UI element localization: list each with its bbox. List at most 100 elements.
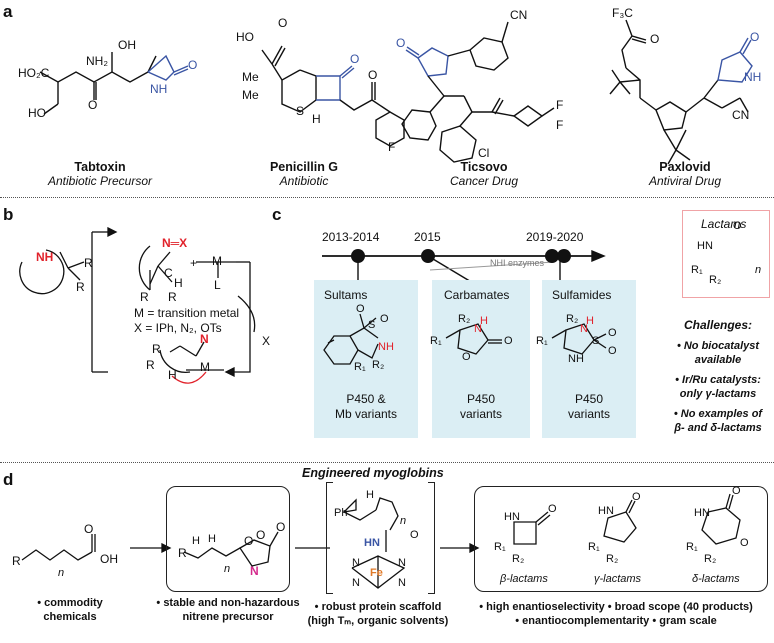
atom-f-2: F <box>556 98 564 112</box>
timeline-1: 2013-2014 <box>322 230 380 244</box>
atom-o-1: O <box>88 98 98 112</box>
atom-f-3: F <box>556 118 564 132</box>
c-o-6: O <box>608 345 617 357</box>
b-c-1: C <box>164 266 173 280</box>
product-beta: β-lactams <box>500 573 548 585</box>
c-h-1: H <box>480 315 488 327</box>
atom-nh-2: NH <box>744 70 762 84</box>
product-delta: δ-lactams <box>692 573 740 585</box>
d-h-1: H <box>192 535 200 547</box>
atom-o-3: O <box>278 16 288 30</box>
product-gamma: γ-lactams <box>594 573 642 585</box>
drug-paxlovid: Paxlovid Antiviral Drug <box>630 160 740 188</box>
b-r-6: R <box>146 358 155 372</box>
b-h-2: H <box>168 368 177 382</box>
challenges: Challenges: • No biocatalyst available •… <box>662 318 774 435</box>
b-r-5: R <box>152 342 161 356</box>
atom-nh-1: NH <box>150 82 168 96</box>
challenge-1-line1: No biocatalyst <box>683 340 760 352</box>
panel-d-label: d <box>3 470 14 489</box>
d-h-2: H <box>208 533 216 545</box>
divider-bottom <box>0 462 774 463</box>
engineered-title: Engineered myoglobins <box>302 466 444 480</box>
d-n-fe-3: N <box>352 577 360 589</box>
challenge-3-line1: No examples of <box>680 408 763 420</box>
c-o-1: O <box>356 303 365 315</box>
atom-h-1: H <box>312 112 321 126</box>
challenge-2-line2: only γ-lactams <box>679 388 757 400</box>
lactam-n: n <box>755 264 762 276</box>
d-n-fe-2: N <box>398 557 406 569</box>
atom-o-5: O <box>368 68 378 82</box>
drug-description: Antibiotic Precursor <box>47 174 153 188</box>
caption-text: stable and non-hazardous <box>163 597 300 609</box>
drug-name: Paxlovid <box>659 160 711 174</box>
lactam-r1: R₁ <box>691 264 703 276</box>
atom-o-2: O <box>188 58 198 72</box>
box-title: Sultams <box>324 288 368 302</box>
caption-commodity: • commodity chemicals <box>0 596 140 624</box>
box-variants: P450 variants <box>432 392 530 422</box>
b-nx: N═X <box>162 236 187 251</box>
lactams-box: Lactams HN O R₁ R₂ n <box>682 210 770 298</box>
outcome-line2: • enantiocomplementarity • gram scale <box>515 615 717 627</box>
b-l: L <box>214 278 221 292</box>
timeline-dot-2 <box>421 249 435 263</box>
atom-cn-2: CN <box>732 108 750 122</box>
gamma-o: O <box>632 491 641 503</box>
drug-description: Antibiotic <box>279 174 329 188</box>
challenge-2-line1: Ir/Ru catalysts: <box>682 374 761 386</box>
bracket-right <box>428 482 435 594</box>
panel-a-label: a <box>3 2 13 21</box>
outcome-text-1: high enantioselectivity • broad scope (4… <box>486 601 753 613</box>
gamma-r2: R₂ <box>606 553 619 565</box>
c-o-3: O <box>462 351 471 363</box>
d-h-3: H <box>366 489 374 501</box>
panel-b-label: b <box>3 205 14 224</box>
gamma-r1: R₁ <box>588 541 600 553</box>
box-variants: P450 & Mb variants <box>314 392 418 422</box>
beta-r2: R₂ <box>512 553 525 565</box>
caption-line2: chemicals <box>43 611 97 623</box>
variants-line2: variants <box>459 407 503 421</box>
drug-name: Ticsovo <box>460 160 508 174</box>
atom-f3c: F₃C <box>612 6 633 20</box>
challenges-title: Challenges: <box>683 318 752 332</box>
challenge-2: • Ir/Ru catalysts: <box>675 374 761 386</box>
d-o-1: O <box>84 522 94 536</box>
d-o-4: O <box>244 534 254 548</box>
delta-r1: R₁ <box>686 541 698 553</box>
lactam-hn: HN <box>697 240 713 252</box>
box-title: Carbamates <box>444 288 510 302</box>
c-r2-1: R₂ <box>372 359 385 371</box>
variants-line1: P450 <box>574 392 604 406</box>
timeline-3: 2019-2020 <box>526 230 584 244</box>
drug-tabtoxin: Tabtoxin Antibiotic Precursor <box>40 160 160 188</box>
caption-line1: • stable and non-hazardous <box>156 597 300 609</box>
box-sultams: Sultams P450 & Mb variants <box>314 280 418 438</box>
c-r1-3: R₁ <box>536 335 548 347</box>
caption-line2: (high Tₘ, organic solvents) <box>307 615 449 627</box>
d-oh: OH <box>100 552 118 566</box>
timeline-dot-4 <box>557 249 571 263</box>
timeline-2: 2015 <box>414 230 441 244</box>
c-r1-1: R₁ <box>354 361 366 373</box>
b-h-1: H <box>174 276 183 290</box>
b-r-4: R <box>168 290 177 304</box>
c-s-2: S <box>592 335 600 347</box>
delta-o-2: O <box>740 537 749 549</box>
c-s-1: S <box>368 319 376 331</box>
divider-top <box>0 197 774 198</box>
caption-line1: • robust protein scaffold <box>314 601 442 613</box>
atom-o-4: O <box>350 52 360 66</box>
drug-name: Penicillin G <box>269 160 339 174</box>
lactam-r2: R₂ <box>709 274 722 286</box>
atom-ho-2: HO <box>236 30 254 44</box>
c-n-2: N <box>580 323 588 335</box>
beta-hn: HN <box>504 511 520 523</box>
drug-description: Antiviral Drug <box>648 174 722 188</box>
atom-cn-1: CN <box>510 8 528 22</box>
atom-ho-1: HO <box>28 106 46 120</box>
atom-s: S <box>296 104 305 118</box>
challenge-3: • No examples of <box>673 408 763 420</box>
